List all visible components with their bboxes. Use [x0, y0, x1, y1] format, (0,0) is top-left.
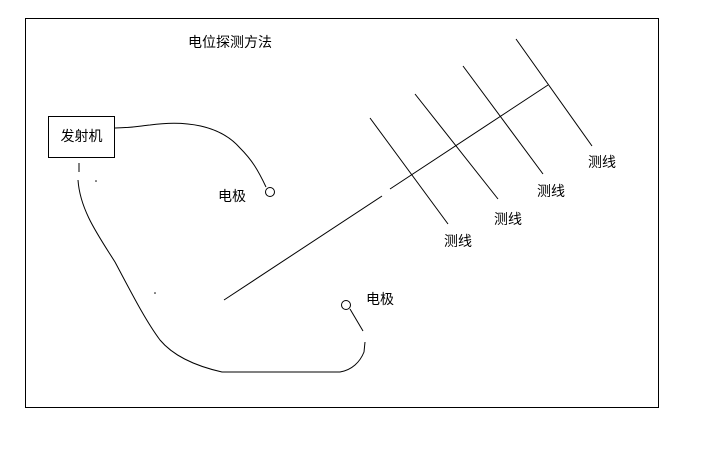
survey-line-4 — [515, 38, 593, 147]
speck-mark — [154, 292, 156, 294]
baseline-segment-upper — [389, 84, 549, 190]
survey-line-3 — [462, 65, 544, 175]
survey-line-1-label: 测线 — [444, 234, 472, 250]
electrode-1-marker — [265, 187, 275, 197]
electrode-1-label: 电极 — [218, 189, 246, 205]
survey-line-2-label: 测线 — [494, 212, 522, 228]
wire-to-electrode-2 — [77, 163, 366, 373]
wire-to-electrode-1 — [114, 122, 267, 188]
electrode-2-marker — [341, 300, 351, 310]
survey-line-3-label: 测线 — [537, 184, 565, 200]
survey-line-4-label: 测线 — [588, 155, 616, 171]
diagram-title: 电位探测方法 — [188, 35, 272, 51]
baseline-segment-lower — [223, 195, 383, 301]
electrode-2-lead — [349, 308, 364, 332]
transmitter-label: 发射机 — [60, 129, 103, 145]
diagram-frame — [25, 18, 659, 408]
survey-line-2 — [414, 93, 499, 200]
transmitter-box: 发射机 — [48, 116, 115, 158]
survey-line-1 — [369, 117, 449, 225]
speck-mark — [95, 180, 97, 182]
electrode-2-label: 电极 — [366, 292, 394, 308]
